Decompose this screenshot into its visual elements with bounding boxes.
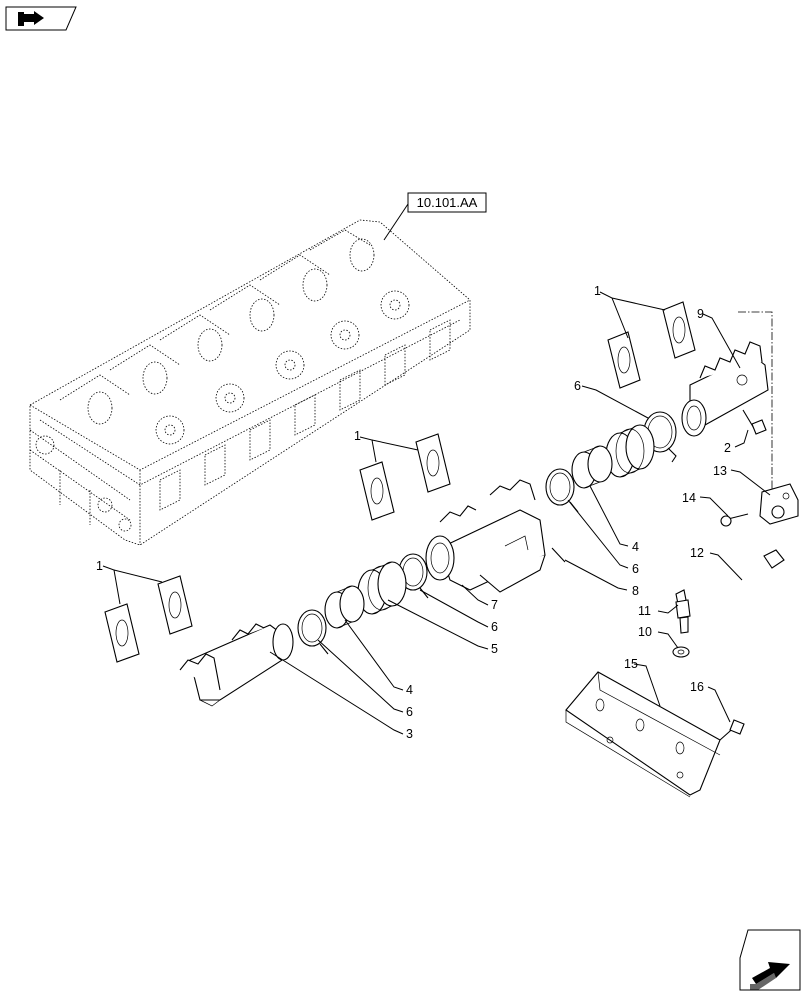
sleeve-4-rear[interactable]: [571, 445, 613, 489]
heat-shield-15[interactable]: [565, 671, 721, 798]
manifold-front-section[interactable]: [179, 623, 294, 707]
callout-5[interactable]: 5: [491, 642, 498, 656]
callout-13[interactable]: 13: [713, 464, 727, 478]
callout-11[interactable]: 11: [638, 604, 651, 618]
callout-7[interactable]: 7: [491, 598, 498, 612]
manifold-rear-section[interactable]: [681, 341, 769, 437]
callout-10[interactable]: 10: [638, 625, 652, 639]
callout-15[interactable]: 15: [624, 657, 638, 671]
pin-8[interactable]: [551, 547, 566, 563]
gasket-bottom-left[interactable]: [104, 575, 193, 663]
callout-14[interactable]: 14: [682, 491, 696, 505]
callout-6[interactable]: 6: [574, 379, 581, 393]
reference-label: 10.101.AA: [417, 195, 478, 210]
bolt-2[interactable]: [742, 409, 767, 435]
callout-labels: 1 1 1 2 3 4 4 5 6 6 6 6 7 8 9 10 11 12 1…: [96, 284, 731, 741]
callout-3[interactable]: 3: [406, 727, 413, 741]
reference-box[interactable]: 10.101.AA: [407, 192, 487, 213]
gasket-middle[interactable]: [359, 433, 451, 521]
callout-1[interactable]: 1: [96, 559, 103, 573]
page-arrow-icon[interactable]: [739, 929, 801, 991]
callout-6[interactable]: 6: [406, 705, 413, 719]
callout-2[interactable]: 2: [724, 441, 731, 455]
axis-line: [738, 311, 773, 508]
bellows-rear[interactable]: [605, 424, 655, 478]
pipe-12[interactable]: [675, 549, 785, 605]
washer-10[interactable]: [672, 646, 690, 658]
bellows-5[interactable]: [357, 561, 407, 615]
screw-16[interactable]: [719, 719, 745, 741]
callout-4[interactable]: 4: [632, 540, 639, 554]
gasket-top-right[interactable]: [607, 301, 696, 389]
screw-14[interactable]: [720, 513, 749, 527]
callout-6[interactable]: 6: [632, 562, 639, 576]
callout-8[interactable]: 8: [632, 584, 639, 598]
leader-lines: [102, 291, 771, 735]
bracket-13[interactable]: [759, 483, 799, 525]
manifold-middle-section[interactable]: [425, 479, 546, 593]
callout-12[interactable]: 12: [690, 546, 704, 560]
adapter-11[interactable]: [675, 599, 691, 634]
callout-6[interactable]: 6: [491, 620, 498, 634]
book-arrow-icon[interactable]: [5, 6, 77, 31]
callout-9[interactable]: 9: [697, 307, 704, 321]
callout-1[interactable]: 1: [594, 284, 601, 298]
clamp-6-front[interactable]: [297, 609, 329, 655]
callout-1[interactable]: 1: [354, 429, 361, 443]
callout-4[interactable]: 4: [406, 683, 413, 697]
sleeve-4-front[interactable]: [324, 585, 365, 629]
reference-leader: [383, 203, 409, 241]
callout-16[interactable]: 16: [690, 680, 704, 694]
cylinder-head-outline: [29, 219, 471, 546]
